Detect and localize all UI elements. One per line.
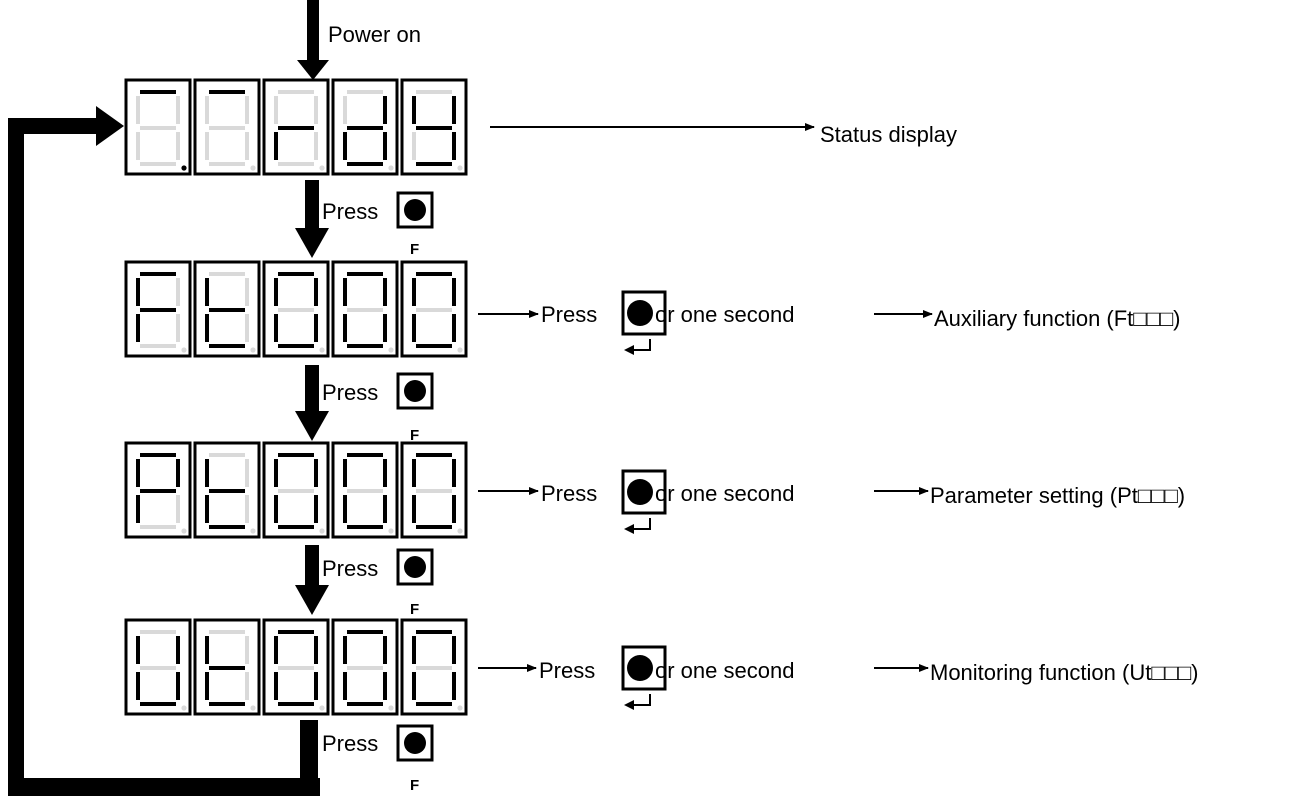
- monitoring-function-label: Monitoring function (Ut□□□): [930, 660, 1199, 685]
- digit-cell: [262, 78, 330, 176]
- decimal-point: [457, 528, 463, 534]
- digit-cell: [400, 260, 468, 358]
- digit-cell: [124, 260, 192, 358]
- press-label: Press: [322, 731, 378, 756]
- F-key-icon[interactable]: [396, 724, 434, 762]
- press-label: Press: [322, 199, 378, 224]
- status-display: [124, 78, 468, 176]
- decimal-point: [250, 528, 256, 534]
- digit-cell: [331, 78, 399, 176]
- press-label: Press: [541, 302, 597, 327]
- decimal-point: [388, 347, 394, 353]
- digit-cell: [193, 78, 261, 176]
- pt-display: [124, 441, 468, 539]
- decimal-point: [388, 165, 394, 171]
- digit-cell: [193, 260, 261, 358]
- f-key-letter: F: [410, 427, 419, 444]
- decimal-point: [250, 347, 256, 353]
- decimal-point: [319, 347, 325, 353]
- parameter-setting-label: Parameter setting (Pt□□□): [930, 483, 1185, 508]
- digit-cell: [262, 618, 330, 716]
- F-key-icon[interactable]: [396, 372, 434, 410]
- decimal-point: [457, 165, 463, 171]
- digit-cell: [262, 260, 330, 358]
- f-key-letter: F: [410, 241, 419, 258]
- digit-cell: [400, 441, 468, 539]
- decimal-point: [181, 705, 187, 711]
- digit-cell: [331, 441, 399, 539]
- power-on-label: Power on: [328, 22, 421, 47]
- decimal-point: [319, 165, 325, 171]
- F-key-icon[interactable]: [396, 191, 434, 229]
- enter-key-icon[interactable]: [621, 469, 667, 534]
- digit-cell: [262, 441, 330, 539]
- digit-cell: [331, 618, 399, 716]
- enter-key-icon[interactable]: [621, 290, 667, 355]
- decimal-point: [181, 165, 187, 171]
- decimal-point: [388, 528, 394, 534]
- decimal-point: [457, 705, 463, 711]
- digit-cell: [400, 78, 468, 176]
- press-label: Press: [541, 481, 597, 506]
- digit-cell: [331, 260, 399, 358]
- F-key-icon[interactable]: [396, 548, 434, 586]
- ft-display: [124, 260, 468, 358]
- digit-cell: [124, 618, 192, 716]
- down-arrow-1: [295, 180, 329, 258]
- return-loop-arrow: [8, 106, 320, 796]
- power-on-arrow: [297, 0, 329, 80]
- hold-text: or one second: [655, 481, 794, 506]
- decimal-point: [319, 528, 325, 534]
- digit-cell: [193, 441, 261, 539]
- f-key-letter: F: [410, 777, 419, 794]
- status-display-label: Status display: [820, 122, 957, 147]
- f-key-letter: F: [410, 601, 419, 618]
- down-arrow-3: [295, 545, 329, 615]
- digit-cell: [124, 441, 192, 539]
- enter-key-icon[interactable]: [621, 645, 667, 710]
- decimal-point: [319, 705, 325, 711]
- hold-text: or one second: [655, 658, 794, 683]
- digit-cell: [400, 618, 468, 716]
- decimal-point: [250, 165, 256, 171]
- press-label: Press: [539, 658, 595, 683]
- digit-cell: [124, 78, 192, 176]
- auxiliary-function-label: Auxiliary function (Ft□□□): [934, 306, 1180, 331]
- decimal-point: [457, 347, 463, 353]
- ut-display: [124, 618, 468, 716]
- press-label: Press: [322, 556, 378, 581]
- down-arrow-2: [295, 365, 329, 441]
- press-label: Press: [322, 380, 378, 405]
- digit-cell: [193, 618, 261, 716]
- decimal-point: [388, 705, 394, 711]
- decimal-point: [250, 705, 256, 711]
- hold-text: or one second: [655, 302, 794, 327]
- decimal-point: [181, 528, 187, 534]
- decimal-point: [181, 347, 187, 353]
